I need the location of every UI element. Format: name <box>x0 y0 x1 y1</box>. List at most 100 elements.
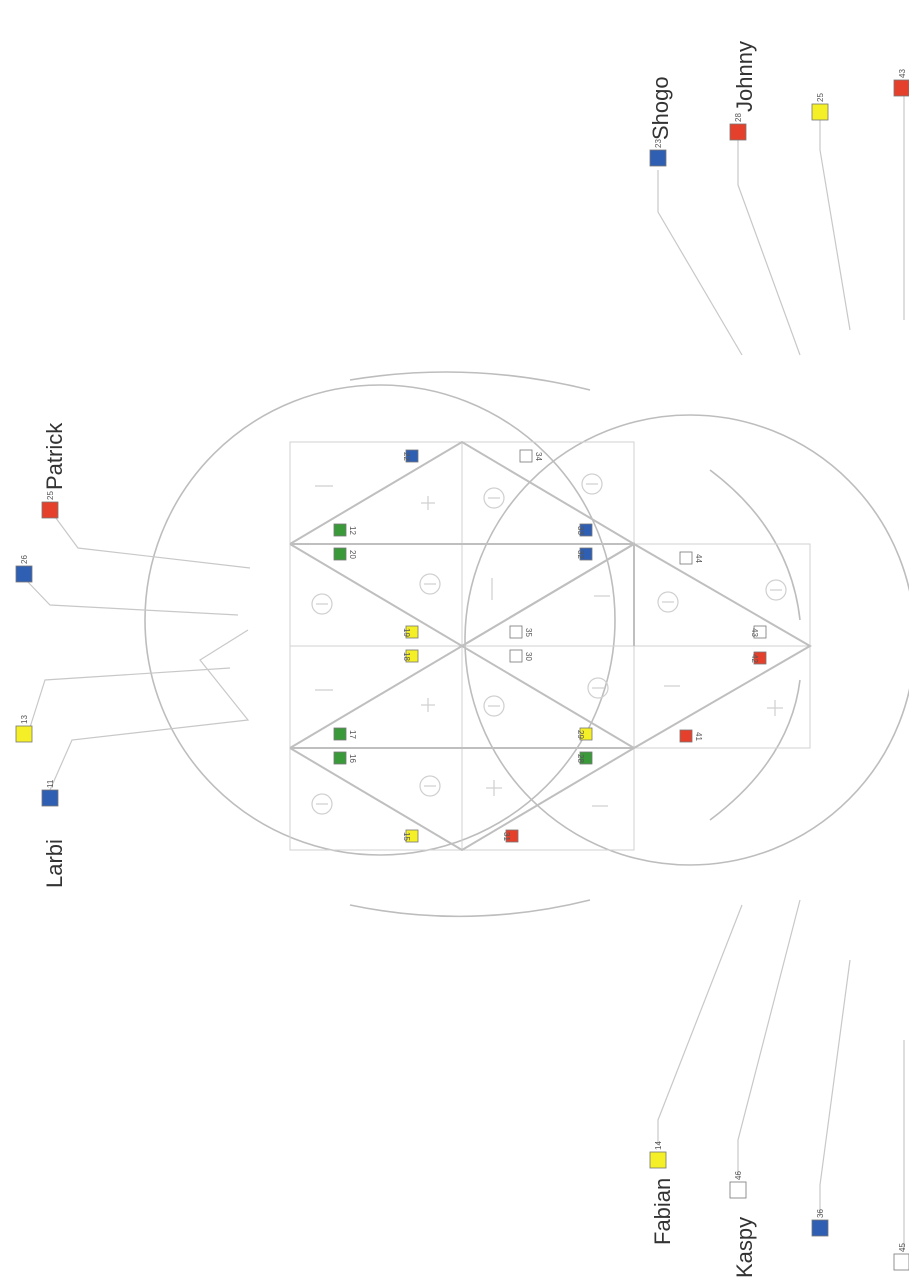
svg-text:25: 25 <box>816 93 825 102</box>
grid-box-33: 33 <box>576 523 593 537</box>
grid-box-32: 32 <box>576 547 593 561</box>
inner-arc-top-left <box>349 371 591 391</box>
circle-minus-icon <box>657 591 679 613</box>
field-circles <box>144 371 909 918</box>
svg-text:15: 15 <box>402 832 411 841</box>
svg-text:41: 41 <box>694 732 703 741</box>
svg-text:31: 31 <box>502 832 511 841</box>
grid-box-19: 19 <box>402 625 419 639</box>
player-box-28: 28 <box>729 113 747 141</box>
svg-text:43: 43 <box>750 628 759 637</box>
connector-25 <box>819 120 851 331</box>
grid-box-22: 22 <box>402 449 419 463</box>
svg-text:19: 19 <box>402 628 411 637</box>
player-names: Larbi Patrick Shogo Johnny Fabian Kaspy <box>42 41 757 1278</box>
grid-box-28: 28 <box>576 751 593 765</box>
player-box-25-yellow: 25 <box>811 93 829 121</box>
grid-box-31: 31 <box>502 829 519 843</box>
svg-text:13: 13 <box>20 715 29 724</box>
connector-johnny <box>737 140 801 356</box>
svg-text:17: 17 <box>348 730 357 739</box>
svg-text:35: 35 <box>524 628 533 637</box>
svg-text:25: 25 <box>46 491 55 500</box>
svg-text:18: 18 <box>402 652 411 661</box>
svg-text:26: 26 <box>20 555 29 564</box>
player-box-36: 36 <box>811 1209 829 1237</box>
circle-minus-icon <box>483 487 505 509</box>
connector-13 <box>25 667 231 741</box>
svg-text:28: 28 <box>576 754 585 763</box>
grid-boxes: 22 34 12 20 33 32 44 19 <box>333 449 767 843</box>
player-name-kaspy: Kaspy <box>732 1217 757 1278</box>
circle-minus-icon <box>419 775 441 797</box>
player-box-11: 11 <box>41 779 59 807</box>
grid-box-16: 16 <box>333 751 357 765</box>
player-box-45: 45 <box>893 1243 909 1271</box>
player-name-larbi: Larbi <box>42 839 67 888</box>
grid-box-12: 12 <box>333 523 357 537</box>
cell <box>633 645 811 749</box>
svg-text:43: 43 <box>898 69 907 78</box>
circle-minus-icon <box>765 579 787 601</box>
svg-text:20: 20 <box>348 550 357 559</box>
svg-text:28: 28 <box>734 113 743 122</box>
svg-text:45: 45 <box>898 1243 907 1252</box>
circle-plus-icon <box>587 677 609 699</box>
svg-text:16: 16 <box>348 754 357 763</box>
grid-box-44: 44 <box>679 551 703 565</box>
grid-box-20: 20 <box>333 547 357 561</box>
svg-text:33: 33 <box>576 526 585 535</box>
player-box-43: 43 <box>893 69 909 97</box>
circle-minus-icon <box>483 695 505 717</box>
grid-box-35: 35 <box>509 625 533 639</box>
svg-text:46: 46 <box>734 1171 743 1180</box>
svg-text:36: 36 <box>816 1209 825 1218</box>
player-name-fabian: Fabian <box>650 1178 675 1245</box>
grid-box-43: 43 <box>750 625 767 639</box>
grid-box-41: 41 <box>679 729 703 743</box>
svg-text:34: 34 <box>534 452 543 461</box>
player-box-25: 25 <box>41 491 59 519</box>
right-circle <box>464 414 909 866</box>
player-name-johnny: Johnny <box>732 41 757 112</box>
grid <box>289 441 811 851</box>
grid-box-30: 30 <box>509 649 533 663</box>
left-circle <box>144 384 616 856</box>
svg-text:12: 12 <box>348 526 357 535</box>
player-box-13: 13 <box>15 715 33 743</box>
symbols <box>311 473 787 815</box>
connectors <box>25 95 905 1250</box>
grid-box-34: 34 <box>519 449 543 463</box>
triangle-right <box>633 543 812 749</box>
grid-box-18: 18 <box>402 649 419 663</box>
circle-minus-icon <box>419 573 441 595</box>
triangles <box>289 440 812 852</box>
circle-plus-icon <box>581 473 603 495</box>
inner-arc-bottom-left <box>349 899 591 918</box>
player-box-14: 14 <box>649 1141 667 1169</box>
svg-text:42: 42 <box>750 654 759 663</box>
player-name-shogo: Shogo <box>648 76 673 140</box>
svg-text:23: 23 <box>654 139 663 148</box>
svg-text:22: 22 <box>402 452 411 461</box>
connector-shogo <box>657 170 743 356</box>
connector-fabian <box>657 904 743 1145</box>
grid-box-29: 29 <box>576 727 593 741</box>
player-box-26: 26 <box>15 555 33 583</box>
connector-kaspy <box>737 899 801 1175</box>
grid-box-15: 15 <box>402 829 419 843</box>
connector-larbi <box>49 629 250 791</box>
player-name-patrick: Patrick <box>42 422 67 490</box>
circle-plus-icon <box>311 793 333 815</box>
svg-text:44: 44 <box>694 554 703 563</box>
svg-text:29: 29 <box>576 730 585 739</box>
grid-box-17: 17 <box>333 727 357 741</box>
inner-arc-right-top <box>709 469 801 621</box>
svg-text:11: 11 <box>46 779 55 788</box>
player-box-46: 46 <box>729 1171 747 1199</box>
svg-text:32: 32 <box>576 550 585 559</box>
svg-text:14: 14 <box>654 1141 663 1150</box>
connector-36 <box>819 959 851 1215</box>
circle-plus-icon <box>311 593 333 615</box>
